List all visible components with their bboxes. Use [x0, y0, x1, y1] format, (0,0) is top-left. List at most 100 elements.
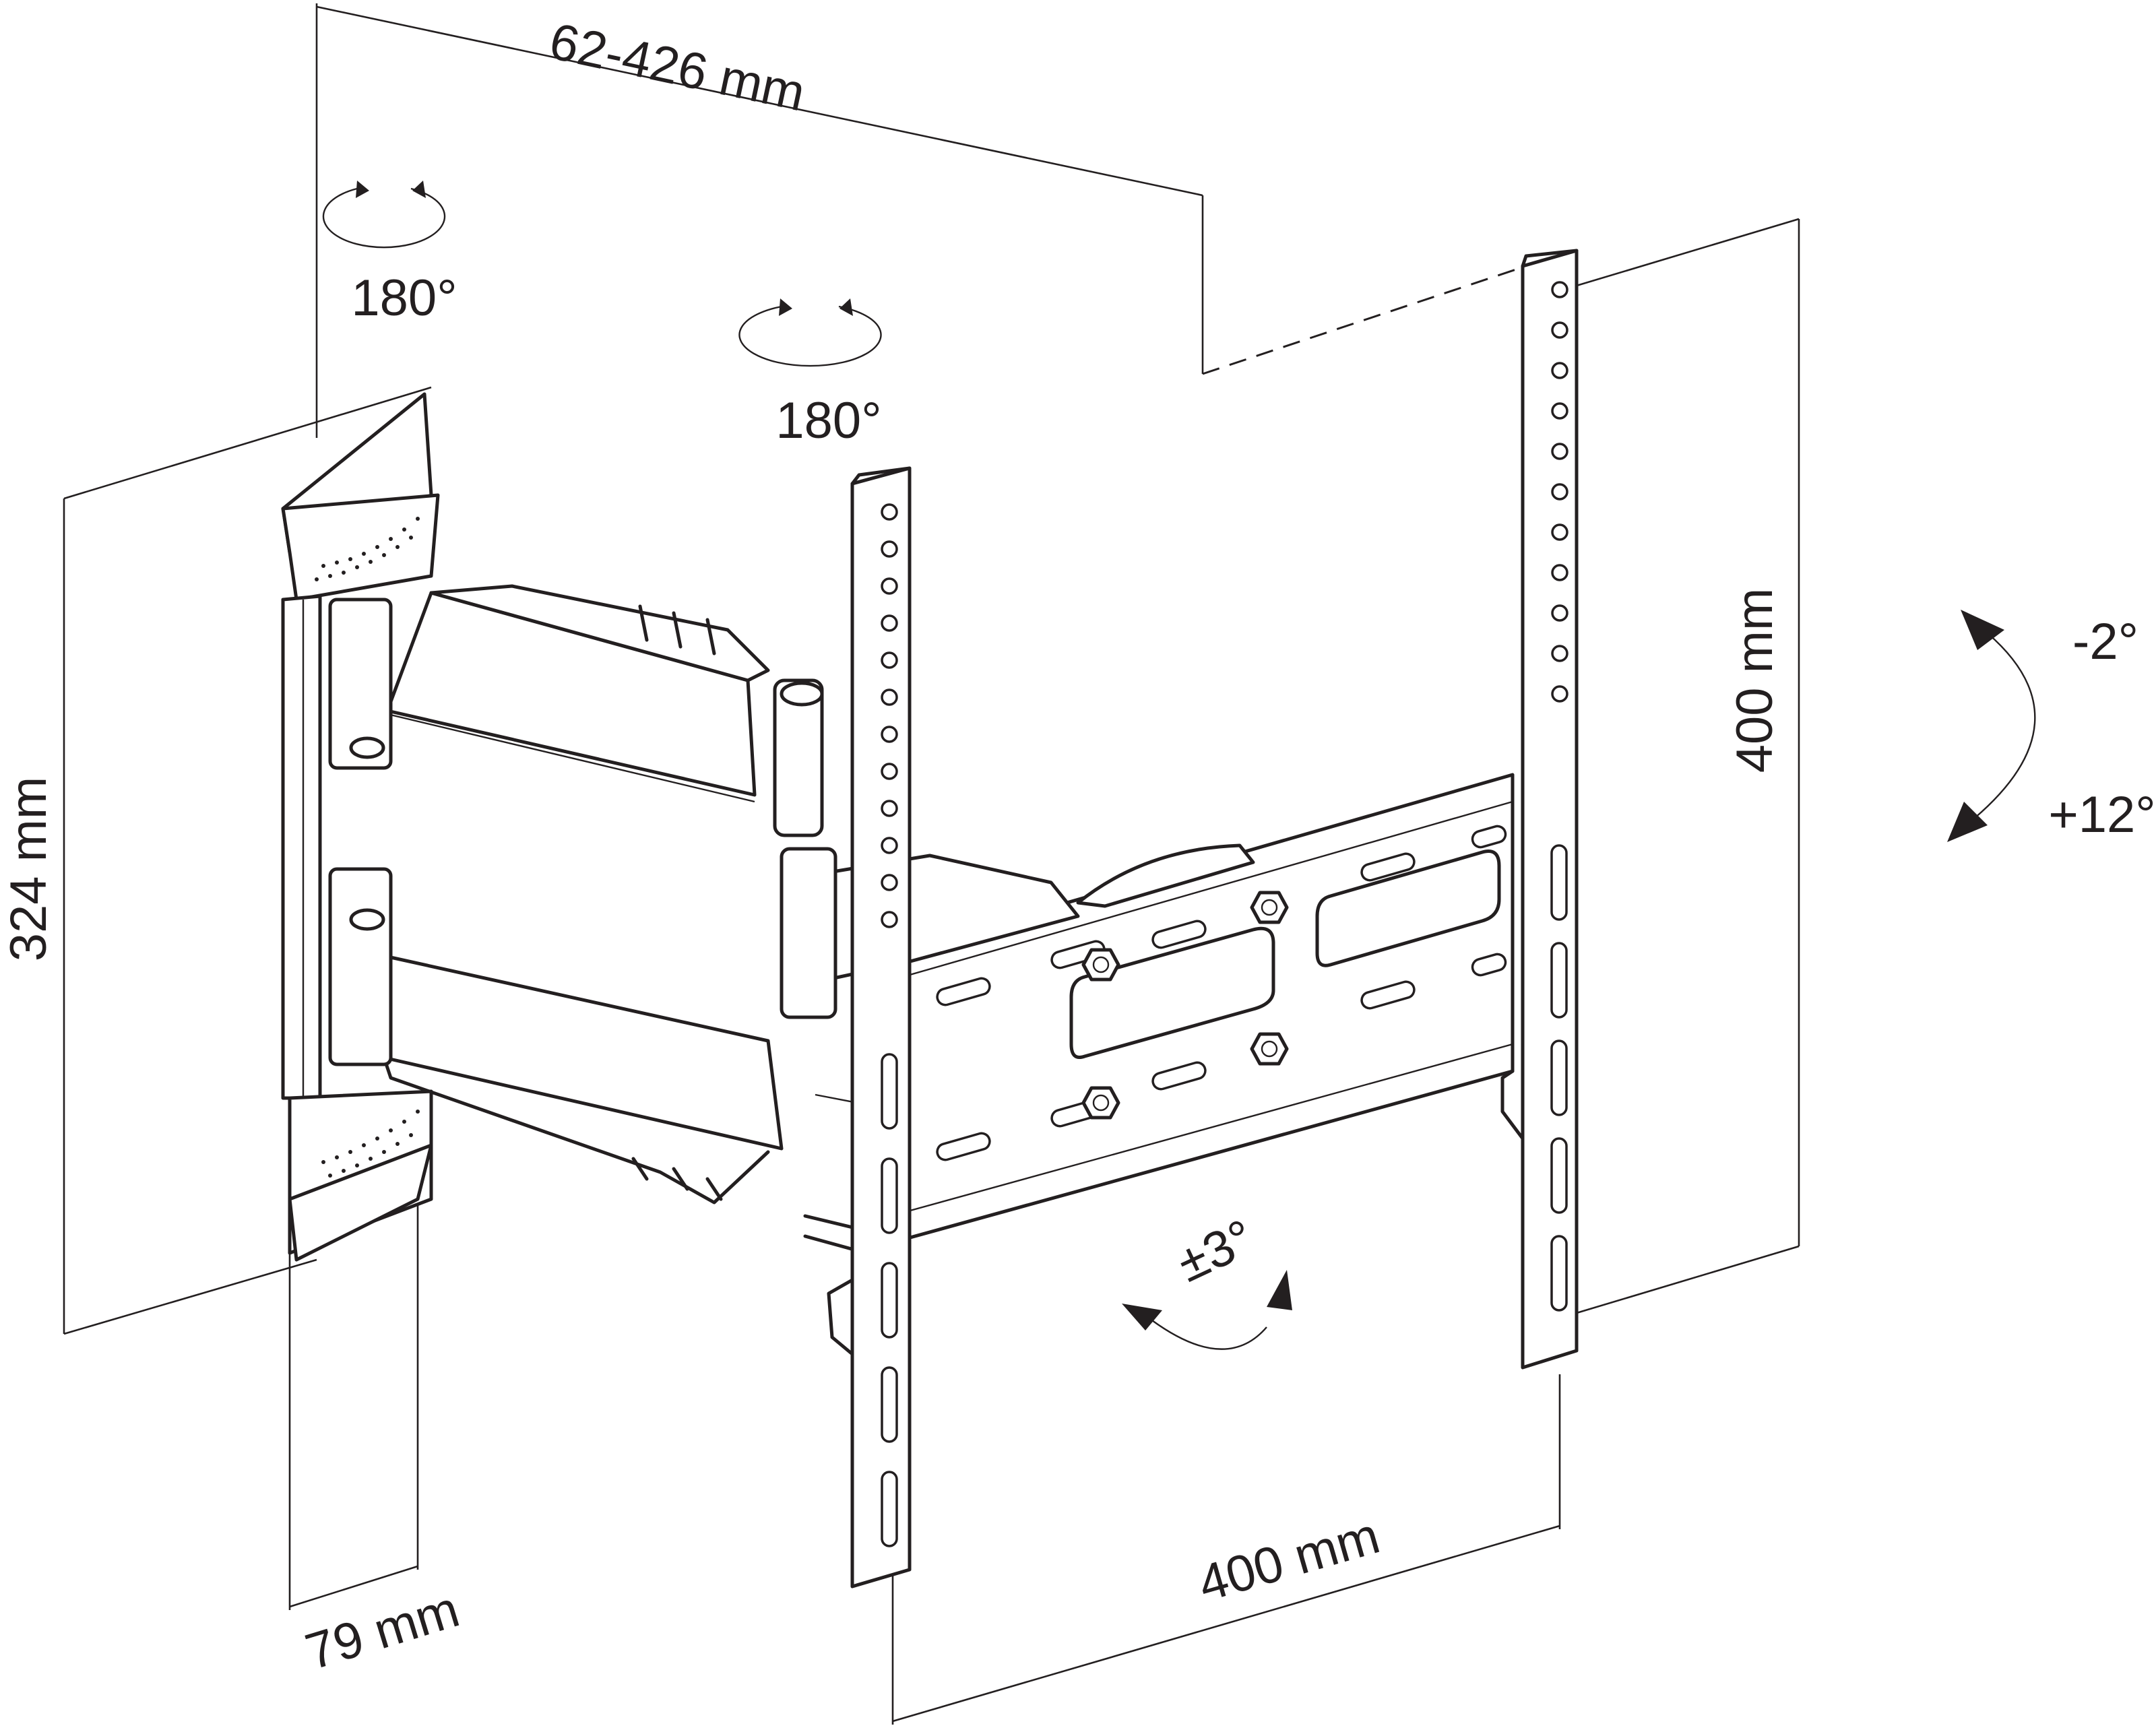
- bolt-icon: [1081, 1086, 1120, 1120]
- right-rail-slot: [1550, 942, 1568, 1019]
- upper-arm-joint: [773, 678, 824, 837]
- cross-bar-slot: [1360, 852, 1416, 882]
- upper-arm-top: [429, 584, 770, 682]
- right-rail-hole: [1551, 443, 1568, 460]
- dimension-vesa-width: 400 mm: [891, 1374, 1561, 1725]
- level-adjust-arrow-left-icon: [1122, 1304, 1162, 1330]
- right-rail-slot: [1550, 844, 1568, 921]
- right-vesa-rail: [1500, 249, 1579, 1370]
- left-rail-slot: [881, 1366, 898, 1443]
- cross-bar-fold-top: [902, 800, 1513, 978]
- cross-bar-slot: [936, 1132, 991, 1161]
- vesa-width-label: 400 mm: [1192, 1507, 1385, 1613]
- wall-plate-bottom-lip: [288, 1143, 433, 1262]
- right-rail-slot: [1550, 1039, 1568, 1116]
- tilt-arrow-down-icon: [1947, 802, 1988, 842]
- upper-arm-edge: [387, 713, 755, 803]
- tilt-head-cover: [1076, 843, 1255, 908]
- upper-pivot-cap: [349, 736, 385, 759]
- left-rail-hole: [881, 726, 898, 743]
- vesa-height-label: 400 mm: [1726, 588, 1783, 773]
- right-rail-face: [1521, 249, 1579, 1370]
- wall-plate: [281, 392, 440, 1262]
- left-vesa-rail: [827, 466, 912, 1589]
- lower-arm-joint: [780, 847, 837, 1019]
- upper-arm-ribs: [638, 604, 716, 655]
- plate-height-label: 324 mm: [0, 777, 57, 962]
- wall-plate-vent-top: [315, 517, 420, 581]
- dimension-extension: 62-426 mm: [315, 3, 1517, 438]
- cross-bar-slot: [1471, 825, 1507, 849]
- arm-swivel-arrow-left-icon: [779, 298, 792, 316]
- left-rail-hole: [881, 540, 898, 558]
- right-rail-hole: [1551, 321, 1568, 339]
- left-rail-slot: [881, 1053, 898, 1130]
- left-rail-hole: [881, 688, 898, 706]
- cross-bar-center-cutout: [1069, 926, 1275, 1059]
- cross-bar-slot: [1151, 1061, 1207, 1091]
- arm-swivel-arc: [738, 305, 882, 367]
- left-rail-hook: [827, 1278, 854, 1356]
- arm-swivel-symbol: 180°: [738, 298, 882, 449]
- left-rail-slot: [881, 1157, 898, 1234]
- lower-pivot-housing: [328, 867, 393, 1066]
- bolt-icon: [1250, 891, 1289, 924]
- wall-plate-top-cap-side: [281, 493, 440, 602]
- right-rail-hole: [1551, 523, 1568, 541]
- cross-bar-slot: [1050, 940, 1106, 969]
- dimension-plate-height: 324 mm: [0, 386, 432, 1335]
- arm-swivel-label: 180°: [775, 392, 881, 449]
- left-rail-slot: [881, 1471, 898, 1547]
- plate-depth-dimension-line: [289, 1565, 418, 1608]
- plate-height-extension-bottom: [63, 1258, 317, 1335]
- bolt-icon: [1250, 1032, 1289, 1066]
- tilt-down-label: +12°: [2048, 786, 2155, 843]
- left-rail-slot: [881, 1262, 898, 1339]
- cross-bar-slot: [1360, 980, 1416, 1010]
- right-rail-hole: [1551, 402, 1568, 420]
- wall-swivel-arrow-left-icon: [356, 181, 369, 198]
- left-rail-hole: [881, 503, 898, 521]
- cross-bar-slot: [1471, 953, 1507, 977]
- cross-bar-slot: [936, 977, 991, 1006]
- left-rail-hole: [881, 577, 898, 595]
- wall-swivel-label: 180°: [351, 269, 457, 327]
- wall-swivel-arc: [322, 187, 446, 249]
- lower-arm-face: [382, 955, 784, 1151]
- upper-arm: [385, 584, 824, 837]
- level-adjust-symbol: ±3°: [1122, 1209, 1292, 1350]
- right-rail-hole: [1551, 604, 1568, 622]
- right-rail-slot: [1550, 1137, 1568, 1214]
- lower-arm-bottom: [382, 1056, 770, 1205]
- lower-arm: [382, 847, 837, 1205]
- lower-arm-ribs: [631, 1157, 723, 1201]
- right-rail-slot: [1550, 1235, 1568, 1312]
- wall-plate-vent-bottom: [321, 1110, 420, 1178]
- lower-pivot-cap: [349, 908, 385, 931]
- plate-height-extension-top: [63, 386, 432, 500]
- cross-bar-right-cutout: [1315, 849, 1501, 967]
- right-rail-hole: [1551, 645, 1568, 662]
- level-adjust-label: ±3°: [1168, 1209, 1263, 1293]
- right-rail-hook: [1500, 1069, 1525, 1141]
- left-rail-hole: [881, 614, 898, 632]
- tilt-symbol: -2° +12°: [1947, 610, 2156, 843]
- left-rail-hole: [881, 763, 898, 780]
- extension-dimension-line: [316, 5, 1203, 197]
- right-rail-hole: [1551, 362, 1568, 379]
- dimension-vesa-height: 400 mm: [1562, 218, 1800, 1318]
- left-rail-hole: [881, 837, 898, 854]
- cross-bar-fold-bottom: [902, 1043, 1513, 1214]
- right-rail-hole: [1551, 281, 1568, 298]
- cross-bar-slot: [1151, 920, 1207, 949]
- wall-swivel-symbol: 180°: [322, 181, 457, 327]
- wall-swivel-arrow-right-icon: [412, 181, 426, 198]
- right-rail-hole: [1551, 685, 1568, 703]
- left-rail-top: [850, 466, 912, 486]
- tilt-up-label: -2°: [2072, 613, 2138, 670]
- extension-hidden-line: [1202, 268, 1517, 375]
- vesa-width-dimension-line: [892, 1525, 1560, 1723]
- vesa-height-extension-top: [1562, 218, 1800, 291]
- wall-plate-body: [281, 594, 322, 1100]
